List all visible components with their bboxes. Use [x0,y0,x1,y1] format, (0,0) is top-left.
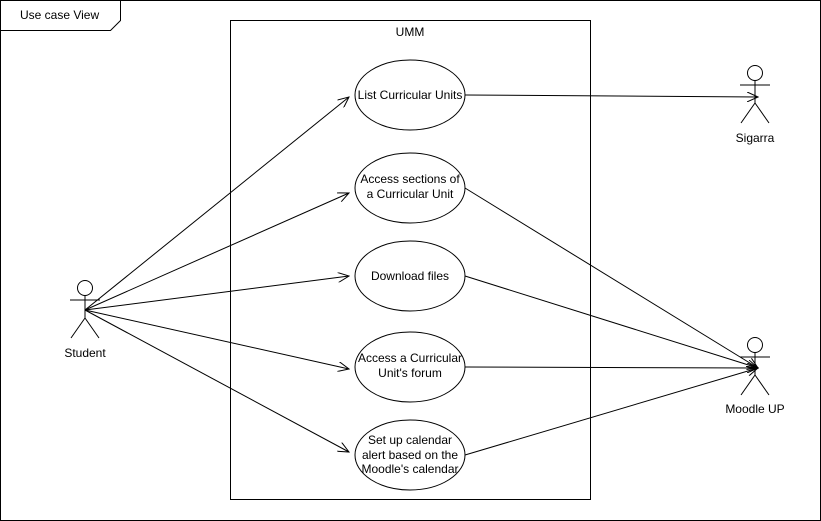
actor-moodle-up-label: Moodle UP [725,402,784,416]
system-title: UMM [396,25,425,39]
association-student-calendar-alert [84,309,349,452]
association-calendar-alert-moodle [464,368,758,456]
actor-head-icon [747,65,763,81]
use-case-calendar-alert: Set up calendar alert based on the Moodl… [354,419,466,491]
use-case-label-line: Set up calendar [368,433,452,447]
actor-head-icon [77,280,93,296]
use-case-label-line: Access sections of [360,172,460,186]
actor-student-label: Student [64,346,106,360]
student-associations [84,97,349,452]
use-case-access-sections: Access sections of a Curricular Unit [354,152,466,224]
system-boundary [230,20,591,500]
actor-sigarra-label: Sigarra [736,131,775,145]
association-list-units-sigarra [464,95,758,97]
use-case-label-line: Download files [371,269,449,283]
association-student-forum [84,309,349,369]
association-student-list-units [84,97,349,311]
association-student-download-files [84,276,349,311]
association-download-files-moodle [464,275,758,368]
actor-moodle-up [740,337,770,396]
use-case-download-files: Download files [354,240,466,312]
system-associations [464,95,758,456]
actor-student [70,280,100,339]
use-case-label-line: Unit's forum [378,366,442,380]
actor-head-icon [747,337,763,353]
use-case-access-forum: Access a Curricular Unit's forum [354,331,466,403]
use-case-list-curricular-units: List Curricular Units [354,59,466,131]
use-case-label-line: Access a Curricular [358,351,462,365]
use-case-label-line: a Curricular Unit [367,187,454,201]
association-forum-moodle [464,367,758,368]
association-access-sections-moodle [464,187,758,368]
frame-tab [0,0,121,31]
use-case-label-line: List Curricular Units [358,88,463,102]
actor-sigarra [740,65,770,124]
use-case-label-line: Moodle's calendar [361,462,458,476]
frame-title: Use case View [20,8,99,22]
association-student-access-sections [84,193,349,311]
use-case-label-line: alert based on the [362,448,458,462]
